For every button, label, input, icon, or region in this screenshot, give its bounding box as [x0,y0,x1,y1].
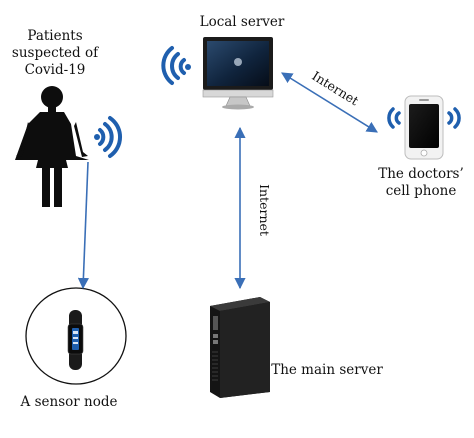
phone-label-line-2: cell phone [385,183,457,199]
tower-server-icon [210,297,270,398]
local-server-label: Local server [199,14,285,30]
server-phone-arrow [281,72,378,133]
phone-label: The doctors’ cell phone [368,166,474,200]
patient-to-sensor-arrow [77,161,89,290]
patients-label-line-3: Covid-19 [24,62,86,78]
server-phone-edge-label: Internet [309,68,361,108]
main-server-label: The main server [271,362,383,378]
wristband-sensor-icon [25,287,127,385]
person-icon [15,86,89,207]
wifi-dot [185,64,191,70]
patients-label: Patients suspected of Covid-19 [2,28,108,79]
wifi-icon [161,46,186,85]
wifi-icon [98,116,123,158]
phone-label-line-1: The doctors’ [378,166,464,182]
wifi-dot [94,134,100,140]
server-main-edge-label: Internet [257,184,272,236]
sensor-node-label: A sensor node [20,394,118,410]
patients-label-line-1: Patients [27,28,83,44]
wifi-icon [387,107,461,129]
patients-label-line-2: suspected of [11,45,99,61]
smartphone-icon [404,95,444,160]
monitor-icon [202,37,274,110]
